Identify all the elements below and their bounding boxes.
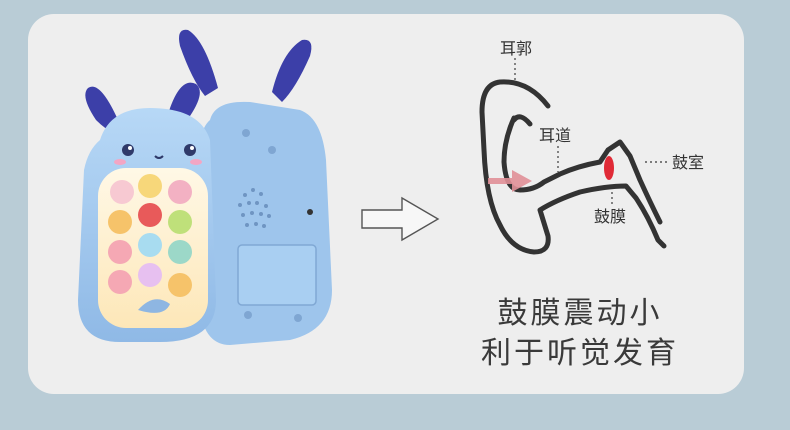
eardrum-highlight (604, 156, 614, 180)
label-pinna: 耳郭 (500, 39, 533, 58)
ear-diagram (479, 79, 667, 255)
bunny-ear-left (85, 86, 118, 134)
caption-line-1: 鼓膜震动小 (497, 296, 663, 331)
speaker-grille (238, 188, 271, 228)
label-eardrum: 鼓膜 (594, 207, 627, 226)
toy-eye-right (184, 144, 196, 156)
battery-cover (237, 244, 317, 306)
outline-right-arrow-icon (361, 196, 440, 242)
label-ear-canal: 耳道 (539, 126, 572, 145)
carrot-button (138, 299, 170, 313)
toy-front-view (78, 82, 216, 342)
toy-back-view (179, 29, 332, 346)
caption-line-2: 利于听觉发育 (481, 336, 679, 371)
ear-leader-lines (514, 58, 670, 206)
sound-arrow-icon (488, 170, 532, 192)
label-tympanic-cavity: 鼓室 (672, 153, 705, 172)
toy-buttons (108, 174, 192, 297)
toy-eye-left (122, 144, 134, 156)
